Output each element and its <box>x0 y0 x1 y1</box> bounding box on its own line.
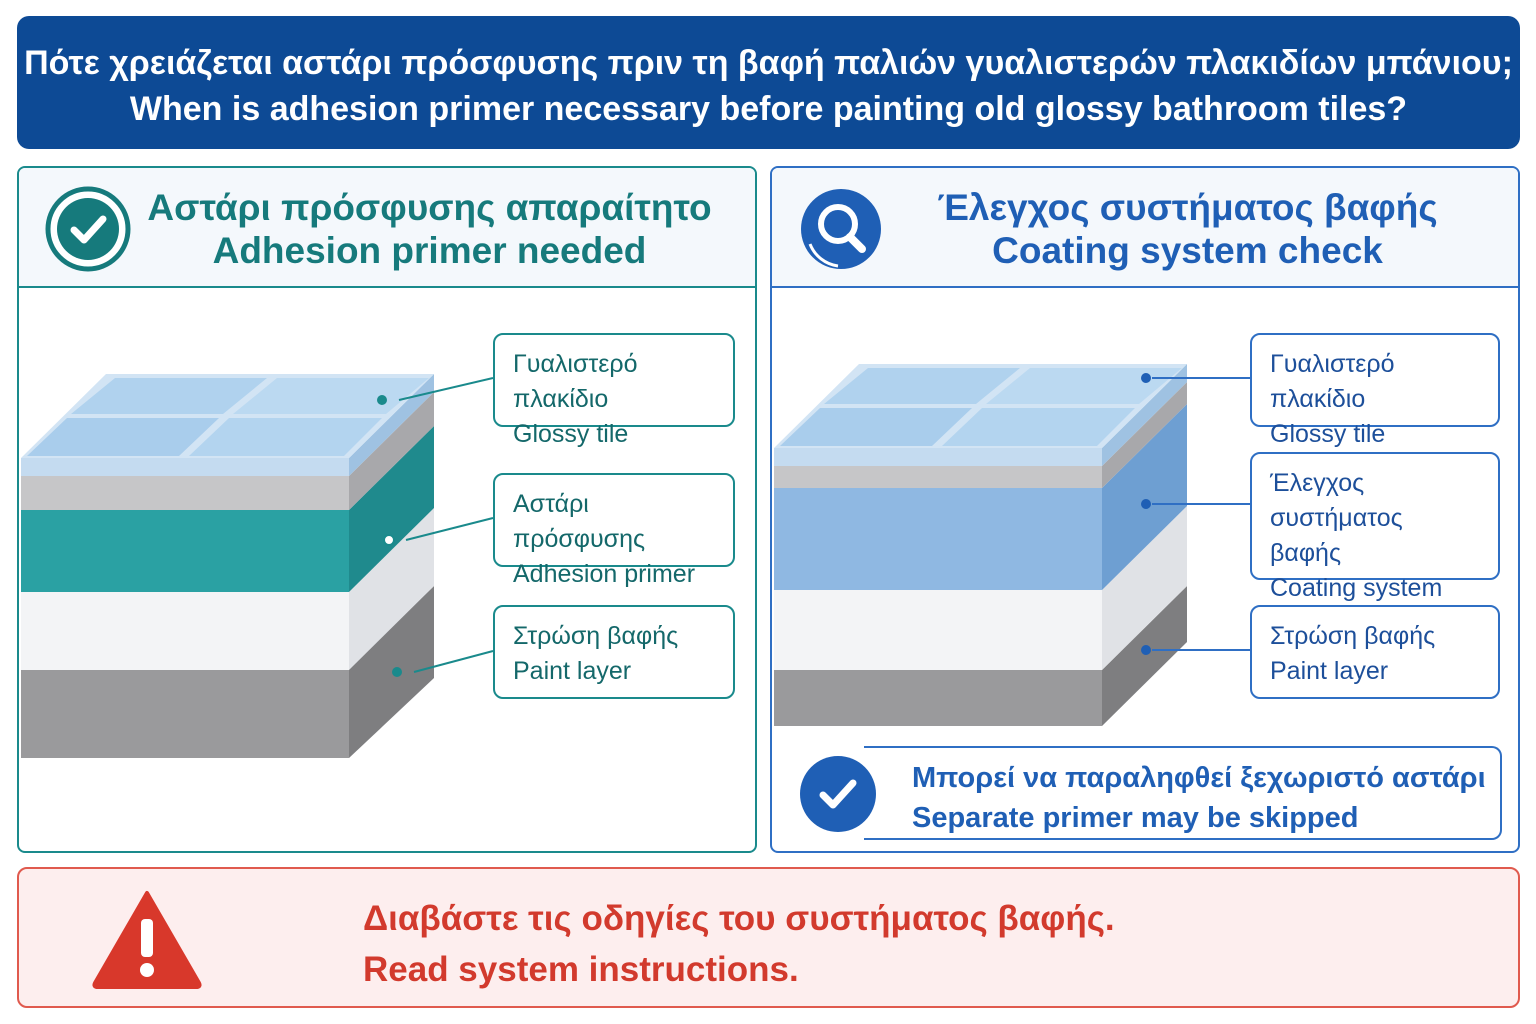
tile-edge <box>774 448 1102 466</box>
leader-dot <box>383 534 395 546</box>
panel-title-greek: Αστάρι πρόσφυσης απαραίτητο <box>147 187 712 228</box>
panel-header: Αστάρι πρόσφυσης απαραίτητο Adhesion pri… <box>19 168 755 288</box>
tile-4 <box>986 368 1182 404</box>
leader-dot <box>1141 499 1151 509</box>
label-glossy-tile: Γυαλιστερό πλακίδιο Glossy tile <box>1250 333 1500 448</box>
title-banner: Πότε χρειάζεται αστάρι πρόσφυσης πριν τη… <box>17 16 1520 149</box>
tile-edge <box>21 458 349 476</box>
leader-dot <box>1141 373 1151 383</box>
tile-3 <box>71 378 267 414</box>
panel-title-english: Adhesion primer needed <box>212 230 647 271</box>
warning-text: Διαβάστε τις οδηγίες του συστήματος βαφή… <box>363 893 1115 995</box>
warning-triangle-icon <box>92 891 202 989</box>
paint-layer-side <box>1102 506 1187 670</box>
primer-skip-note: Μπορεί να παραληφθεί ξεχωριστό αστάρι Se… <box>796 746 1502 842</box>
note-text: Μπορεί να παραληφθεί ξεχωριστό αστάρι Se… <box>912 758 1486 838</box>
note-english: Separate primer may be skipped <box>912 802 1359 834</box>
tile-1 <box>27 418 219 456</box>
warning-greek: Διαβάστε τις οδηγίες του συστήματος βαφή… <box>363 899 1115 938</box>
bedding-layer-side <box>1102 382 1187 488</box>
paint-layer <box>774 590 1102 670</box>
panel-title: Έλεγχος συστήματος βαφής Coating system … <box>867 186 1508 272</box>
label-paint-layer: Στρώση βαφής Paint layer <box>493 605 735 699</box>
adhesion-primer-side <box>349 426 434 592</box>
paint-layer <box>21 592 349 670</box>
adhesion-primer-layer <box>21 510 349 592</box>
title-english: When is adhesion primer necessary before… <box>129 90 1408 128</box>
label-adhesion-primer: Αστάρι πρόσφυσης Adhesion primer <box>493 473 735 588</box>
tile-2 <box>189 418 382 456</box>
leader-dot <box>377 395 387 405</box>
note-greek: Μπορεί να παραληφθεί ξεχωριστό αστάρι <box>912 762 1486 794</box>
check-circle-icon <box>45 186 131 272</box>
tile-2 <box>942 408 1135 446</box>
label-paint-layer: Στρώση βαφής Paint layer <box>1250 605 1500 699</box>
panel-header: Έλεγχος συστήματος βαφής Coating system … <box>772 168 1518 288</box>
panel-title-greek: Έλεγχος συστήματος βαφής <box>937 187 1438 228</box>
substrate-layer-side <box>349 586 434 758</box>
tile-4 <box>233 378 429 414</box>
tile-1 <box>780 408 972 446</box>
warning-english: Read system instructions. <box>363 950 799 989</box>
coating-system-panel: Έλεγχος συστήματος βαφής Coating system … <box>770 166 1520 853</box>
adhesion-primer-panel: Αστάρι πρόσφυσης απαραίτητο Adhesion pri… <box>17 166 757 853</box>
bedding-layer-side <box>349 392 434 510</box>
title-greek: Πότε χρειάζεται αστάρι πρόσφυσης πριν τη… <box>24 44 1513 82</box>
label-glossy-tile: Γυαλιστερό πλακίδιο Glossy tile <box>493 333 735 448</box>
magnifier-icon <box>801 189 881 269</box>
tile-edge-side <box>1102 364 1187 466</box>
note-frame <box>864 746 1502 840</box>
substrate-layer <box>21 670 349 758</box>
label-coating-system-check: Έλεγχος συστήματος βαφής Coating system … <box>1250 452 1500 637</box>
substrate-layer-side <box>1102 586 1187 726</box>
coating-system-side <box>1102 404 1187 590</box>
layer-cross-section <box>21 374 434 758</box>
bedding-layer <box>774 466 1102 488</box>
layer-cross-section <box>774 364 1187 726</box>
bedding-layer <box>21 476 349 510</box>
panel-title-english: Coating system check <box>992 230 1383 271</box>
check-circle-icon <box>797 753 879 835</box>
paint-layer-side <box>349 508 434 670</box>
substrate-layer <box>774 670 1102 726</box>
coating-system-layer <box>774 488 1102 590</box>
tile-3 <box>824 368 1020 404</box>
panel-title: Αστάρι πρόσφυσης απαραίτητο Adhesion pri… <box>114 186 745 272</box>
warning-banner: Διαβάστε τις οδηγίες του συστήματος βαφή… <box>17 867 1520 1008</box>
leader-dot <box>392 667 402 677</box>
leader-dot <box>1141 645 1151 655</box>
